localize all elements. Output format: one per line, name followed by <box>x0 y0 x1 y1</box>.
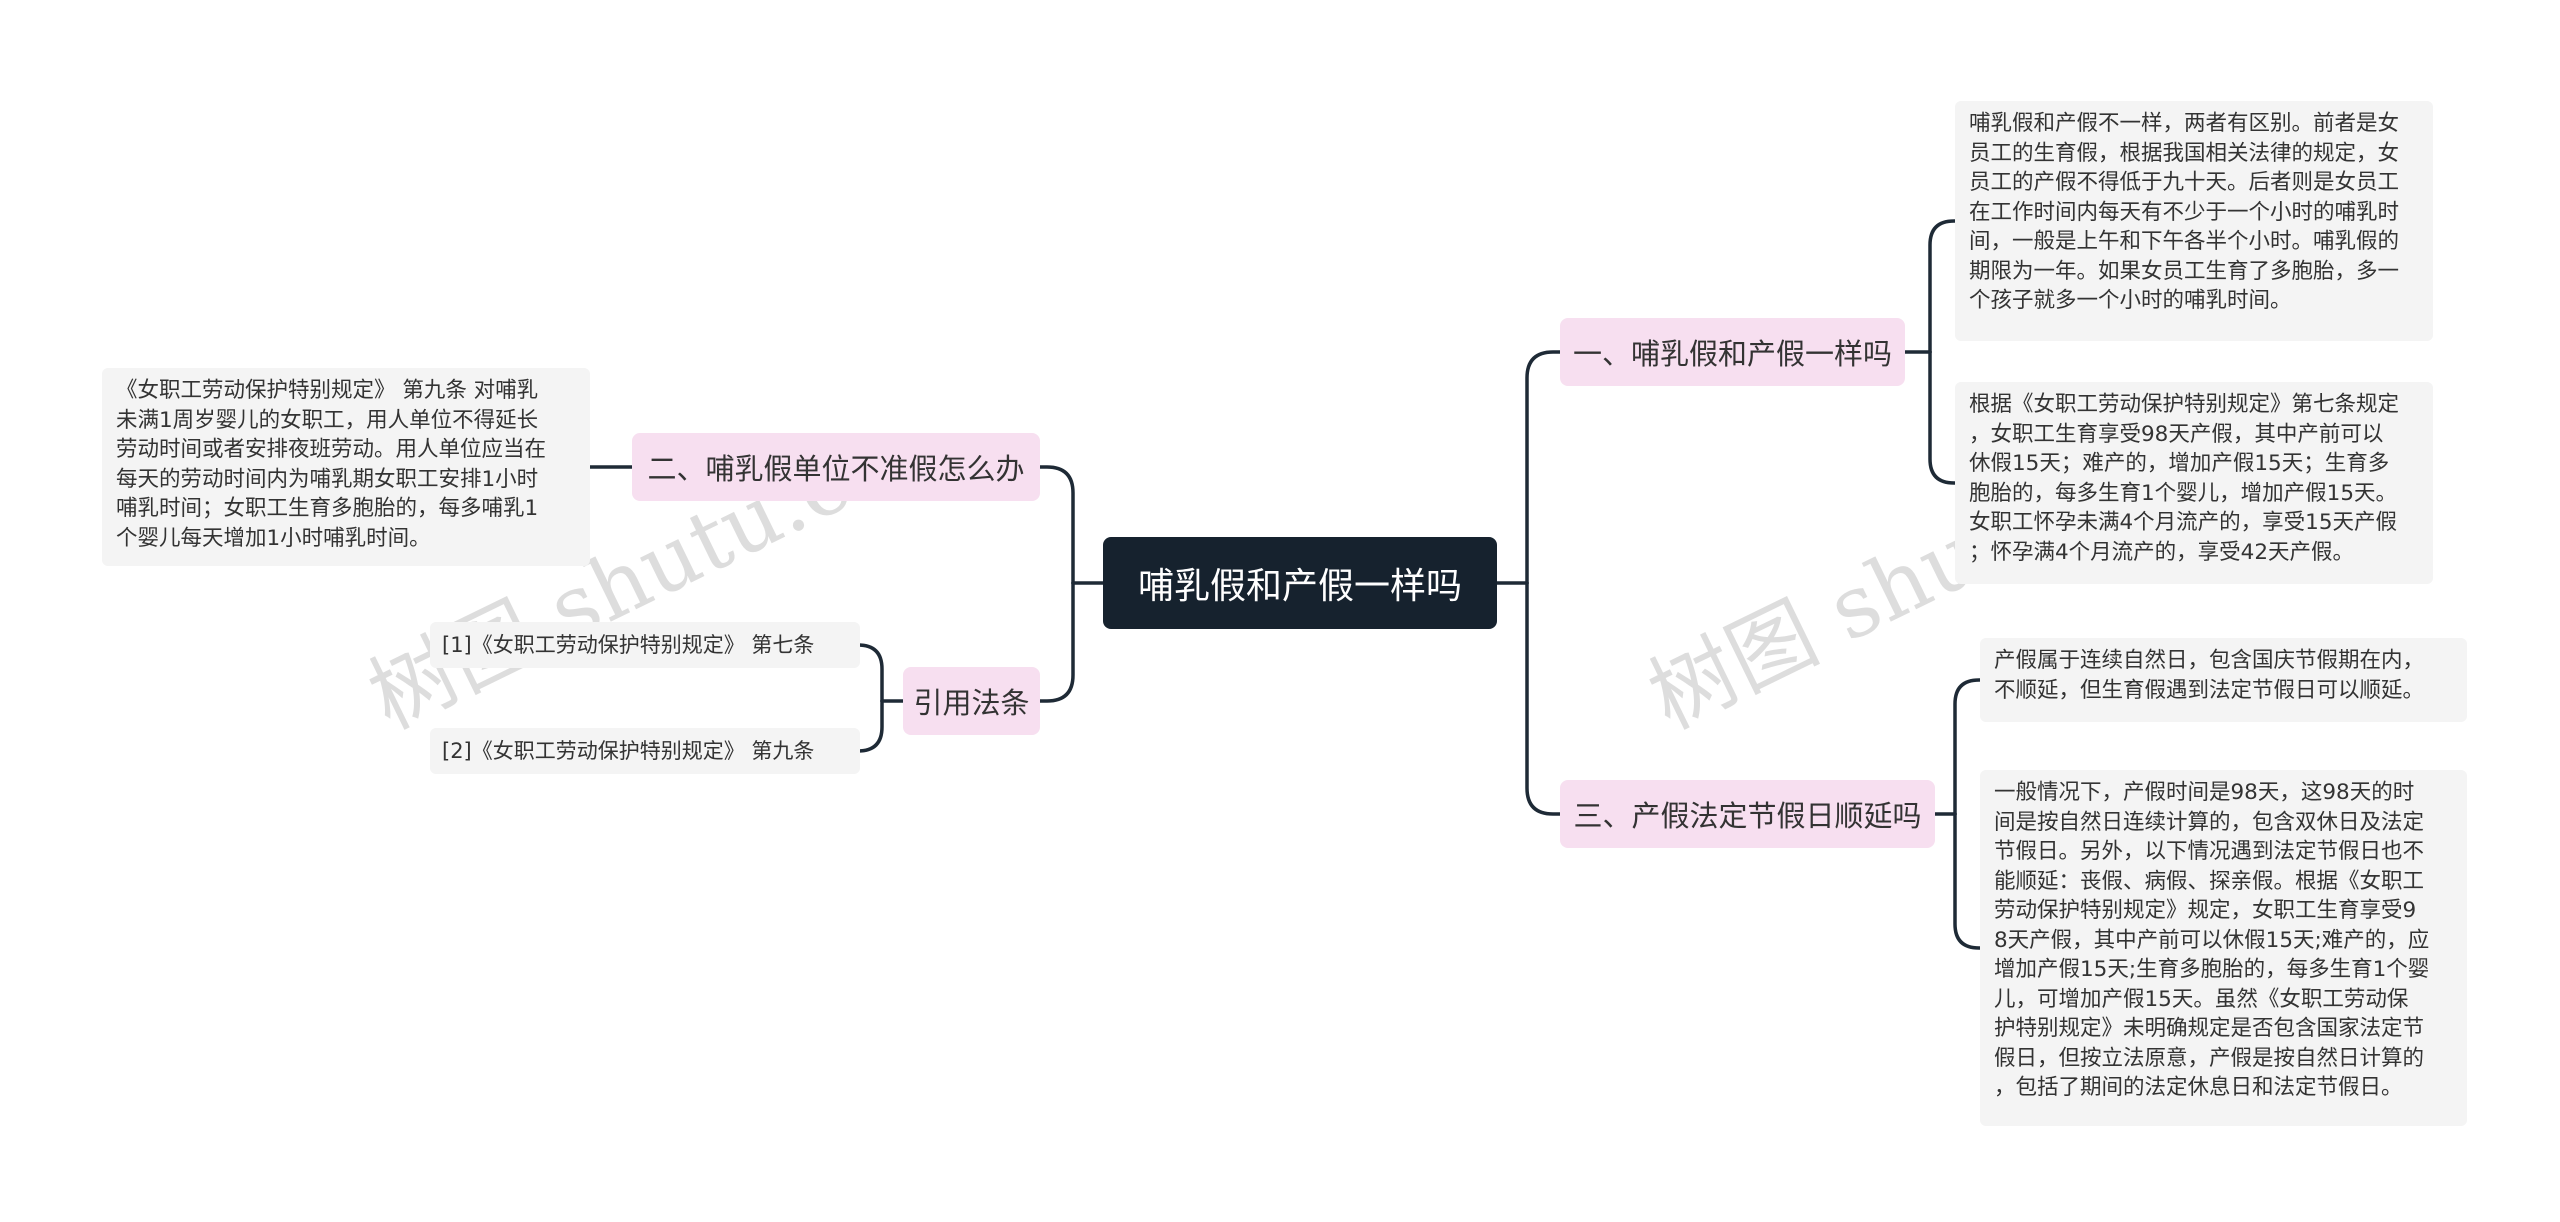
connector-b1-l2 <box>1928 350 1957 485</box>
connector-left-b4 <box>1038 581 1075 703</box>
leaf-node-4[interactable]: 产假属于连续自然日，包含国庆节假期在内， 不顺延，但生育假遇到法定节假日可以顺延… <box>1980 638 2467 722</box>
connector-right-b1 <box>1525 350 1562 585</box>
leaf-node-6[interactable]: [1]《女职工劳动保护特别规定》 第七条 <box>430 622 860 668</box>
leaf-node-2[interactable]: 根据《女职工劳动保护特别规定》第七条规定 ，女职工生育享受98天产假，其中产前可… <box>1955 382 2433 584</box>
leaf-node-7[interactable]: [2]《女职工劳动保护特别规定》 第九条 <box>430 728 860 774</box>
leaf-node-3[interactable]: 《女职工劳动保护特别规定》 第九条 对哺乳 未满1周岁婴儿的女职工，用人单位不得… <box>102 368 590 566</box>
leaf-node-5[interactable]: 一般情况下，产假时间是98天，这98天的时 间是按自然日连续计算的，包含双休日及… <box>1980 770 2467 1126</box>
root-node[interactable]: 哺乳假和产假一样吗 <box>1103 537 1497 629</box>
branch-node-2[interactable]: 二、哺乳假单位不准假怎么办 <box>632 433 1040 501</box>
leaf-node-1[interactable]: 哺乳假和产假不一样，两者有区别。前者是女 员工的生育假，根据我国相关法律的规定，… <box>1955 101 2433 341</box>
branch-node-4[interactable]: 引用法条 <box>903 667 1040 735</box>
connector-right-b3 <box>1525 581 1562 816</box>
connector-left-b2 <box>1038 465 1075 585</box>
connector-b3-l4 <box>1953 678 1982 816</box>
branch-node-3[interactable]: 三、产假法定节假日顺延吗 <box>1560 780 1935 848</box>
connector-b1-l1 <box>1928 219 1957 354</box>
connector-b4-l7 <box>857 699 884 753</box>
connector-b3-l5 <box>1953 812 1982 950</box>
branch-node-1[interactable]: 一、哺乳假和产假一样吗 <box>1560 318 1905 386</box>
connector-b4-l6 <box>857 643 884 703</box>
